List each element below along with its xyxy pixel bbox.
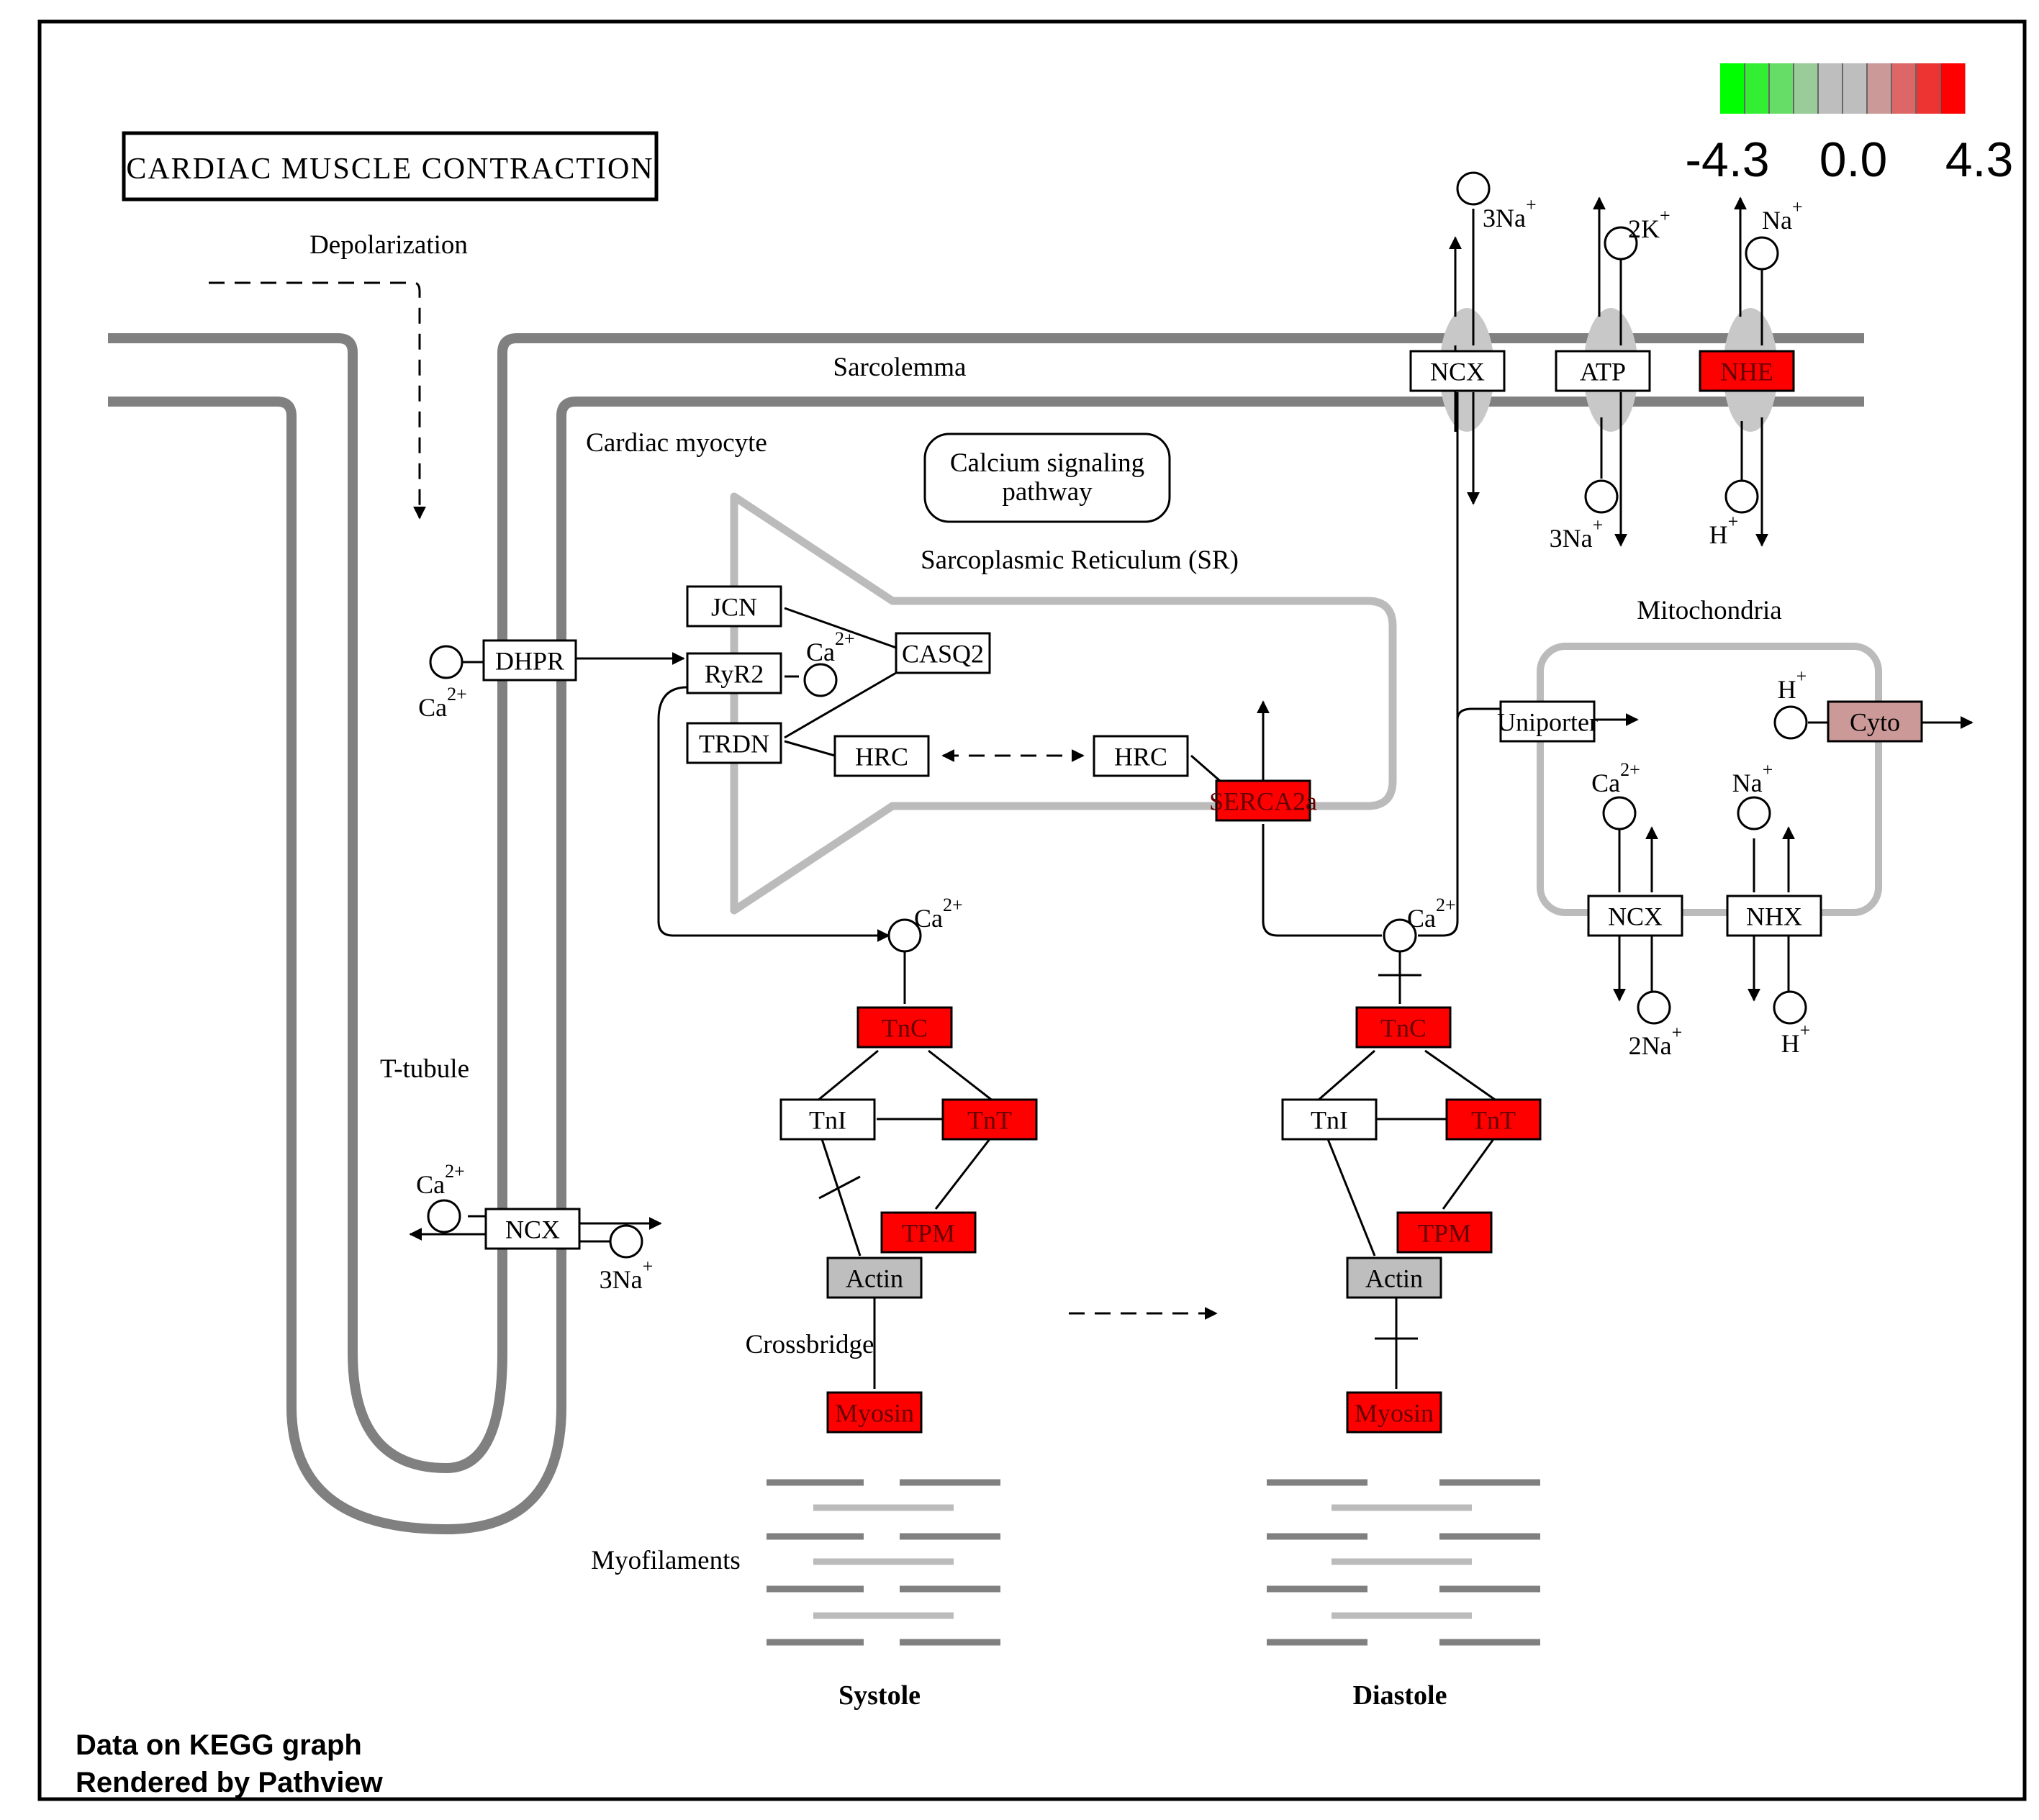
gene-serca2a[interactable]: SERCA2a <box>1209 779 1317 822</box>
gene-jcn[interactable]: JCN <box>686 585 782 628</box>
label-mitochondria: Mitochondria <box>1637 596 1781 625</box>
gene-label: CASQ2 <box>902 640 984 669</box>
label-calcium-line1: Calcium signaling <box>950 448 1144 478</box>
gene-label: TnT <box>1471 1106 1516 1135</box>
label-t-tubule: T-tubule <box>380 1054 469 1084</box>
gene-label: NCX <box>1430 358 1485 386</box>
gene-label: Myosin <box>835 1399 914 1428</box>
diagram-title: CARDIAC MUSCLE CONTRACTION <box>126 153 654 186</box>
gene-label: TPM <box>902 1219 955 1248</box>
gene-actin-s[interactable]: Actin <box>826 1257 923 1299</box>
legend-swatch <box>1843 63 1868 114</box>
gene-label: TnI <box>809 1106 846 1135</box>
label-depolarization: Depolarization <box>309 230 468 260</box>
footer-data-on-kegg: Data on KEGG graph <box>76 1729 362 1761</box>
gene-label: NHE <box>1720 358 1773 386</box>
gene-atp[interactable]: ATP <box>1555 350 1651 392</box>
gene-ncx-ttubule[interactable]: NCX <box>484 1208 581 1250</box>
legend-color-bar <box>1720 63 1966 114</box>
legend-mid-label: 0.0 <box>1819 132 1888 187</box>
gene-label: ATP <box>1580 358 1626 386</box>
gene-uniporter[interactable]: Uniporter <box>1497 700 1598 743</box>
gene-label: Actin <box>846 1264 903 1293</box>
legend-swatch <box>1745 63 1770 114</box>
gene-label: NCX <box>505 1215 560 1244</box>
gene-hrc-b[interactable]: HRC <box>1093 735 1189 777</box>
gene-dhpr[interactable]: DHPR <box>482 639 577 682</box>
sarcoplasmic-reticulum-outline <box>730 492 1397 915</box>
footer-rendered-by: Rendered by Pathview <box>76 1767 384 1798</box>
gene-label: Cyto <box>1850 708 1900 737</box>
legend-min-label: -4.3 <box>1685 132 1769 187</box>
legend-swatch <box>1916 63 1941 114</box>
legend-swatch <box>1769 63 1794 114</box>
legend-swatch <box>1794 63 1819 114</box>
gene-label: JCN <box>711 593 757 622</box>
legend-swatch <box>1720 63 1745 114</box>
calcium-signaling-pathway-link[interactable] <box>923 433 1171 523</box>
gene-actin-d[interactable]: Actin <box>1346 1257 1442 1299</box>
myofilaments-systole <box>767 1479 1000 1646</box>
gene-label: NCX <box>1608 902 1663 931</box>
gene-casq2[interactable]: CASQ2 <box>895 632 991 674</box>
gene-tnc-d[interactable]: TnC <box>1355 1006 1452 1049</box>
gene-tnt-d[interactable]: TnT <box>1445 1098 1542 1141</box>
sarcolemma-membrane <box>108 333 1864 1535</box>
myofilaments-diastole <box>1267 1479 1540 1646</box>
gene-tni-d[interactable]: TnI <box>1281 1098 1378 1141</box>
gene-label: NHX <box>1746 902 1802 931</box>
legend-max-label: 4.3 <box>1945 132 2014 187</box>
color-legend: -4.3 0.0 4.3 <box>1685 63 2013 187</box>
gene-label: TnC <box>1380 1014 1427 1043</box>
gene-label: Uniporter <box>1497 708 1598 737</box>
legend-swatch <box>1940 63 1966 114</box>
gene-label: TPM <box>1418 1219 1471 1248</box>
gene-label: TnI <box>1311 1106 1348 1135</box>
gene-ncx-top[interactable]: NCX <box>1409 350 1506 392</box>
gene-cyto[interactable]: Cyto <box>1827 700 1923 743</box>
label-cardiac-myocyte: Cardiac myocyte <box>586 428 767 458</box>
gene-label: TnT <box>967 1106 1012 1135</box>
gene-nhx[interactable]: NHX <box>1726 895 1822 937</box>
gene-label: TRDN <box>699 730 769 759</box>
depolarization-arrow <box>209 281 426 520</box>
gene-nhe[interactable]: NHE <box>1699 350 1795 392</box>
gene-label: SERCA2a <box>1209 787 1317 816</box>
title-box <box>122 131 659 202</box>
legend-swatch <box>1867 63 1892 114</box>
gene-tpm-d[interactable]: TPM <box>1396 1211 1493 1254</box>
gene-label: Myosin <box>1355 1399 1434 1428</box>
gene-ncx-mito[interactable]: NCX <box>1587 895 1683 937</box>
gene-label: HRC <box>855 743 908 771</box>
gene-trdn[interactable]: TRDN <box>686 722 782 764</box>
gene-label: HRC <box>1114 743 1167 771</box>
gene-tnc-s[interactable]: TnC <box>856 1006 953 1049</box>
gene-label: RyR2 <box>705 660 764 689</box>
label-diastole: Diastole <box>1353 1680 1447 1711</box>
label-sr: Sarcoplasmic Reticulum (SR) <box>921 545 1239 575</box>
gene-tnt-s[interactable]: TnT <box>941 1098 1038 1141</box>
gene-ryr2[interactable]: RyR2 <box>686 652 782 694</box>
gene-tpm-s[interactable]: TPM <box>880 1211 977 1254</box>
label-sarcolemma: Sarcolemma <box>833 353 967 382</box>
gene-hrc-a[interactable]: HRC <box>833 735 930 777</box>
gene-label: TnC <box>882 1014 928 1043</box>
label-calcium-line2: pathway <box>1002 477 1093 507</box>
legend-swatch <box>1891 63 1917 114</box>
gene-label: DHPR <box>495 647 564 676</box>
label-crossbridge: Crossbridge <box>746 1330 874 1359</box>
gene-myosin-s[interactable]: Myosin <box>826 1391 923 1434</box>
gene-tni-s[interactable]: TnI <box>779 1098 876 1141</box>
label-myofilaments: Myofilaments <box>591 1546 741 1575</box>
legend-swatch <box>1818 63 1843 114</box>
gene-myosin-d[interactable]: Myosin <box>1346 1391 1442 1434</box>
mitochondria-outline <box>1537 643 1882 916</box>
gene-label: Actin <box>1365 1264 1423 1293</box>
label-systole: Systole <box>838 1680 921 1711</box>
